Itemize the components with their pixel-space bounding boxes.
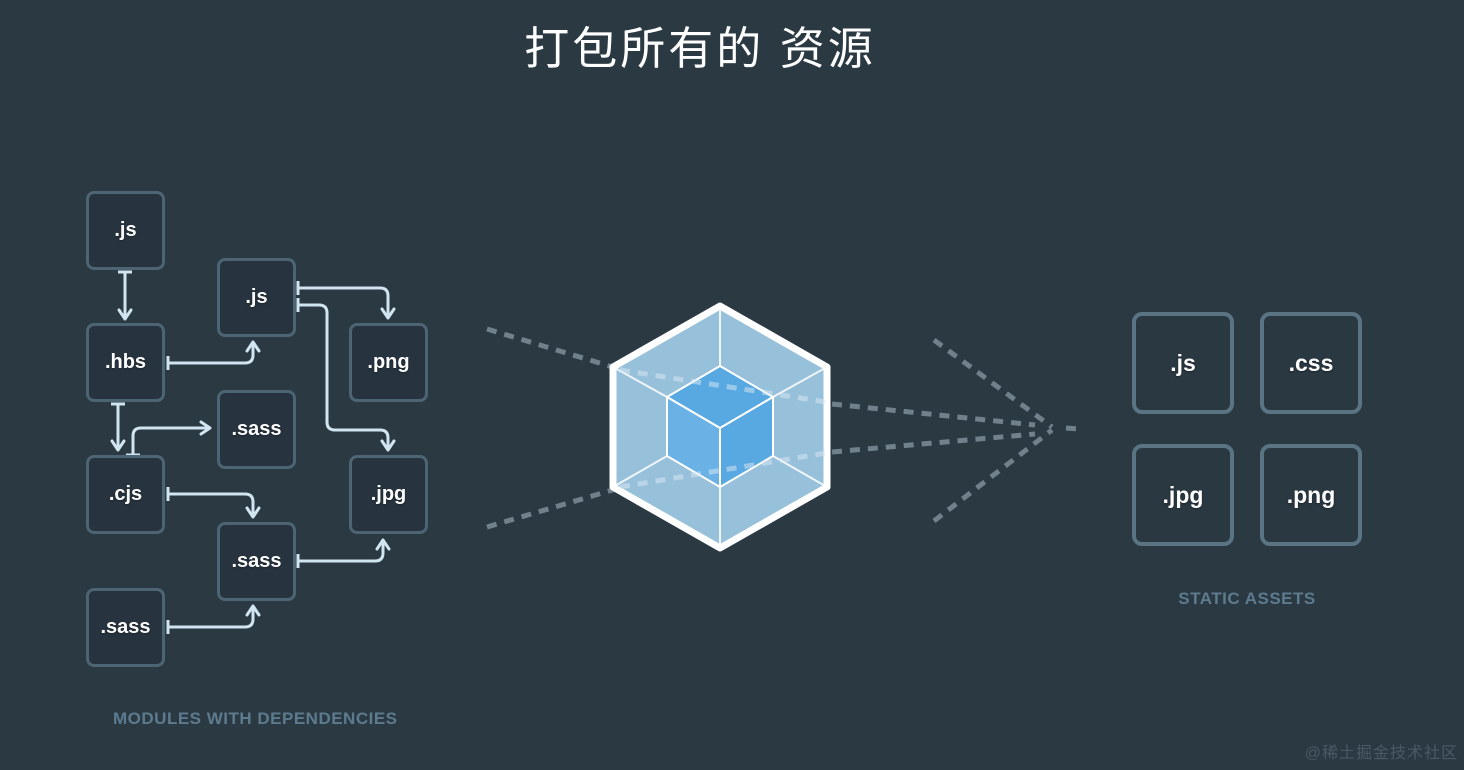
module-box-js-2: .js: [217, 258, 296, 337]
asset-box-label: .png: [1286, 481, 1336, 508]
asset-box-label: .js: [1170, 349, 1196, 376]
asset-box-png: .png: [1260, 444, 1362, 546]
module-box-label: .sass: [100, 616, 151, 638]
webpack-logo-icon: [609, 302, 831, 552]
module-box-label: .js: [114, 219, 137, 241]
module-box-cjs: .cjs: [86, 455, 165, 534]
module-box-label: .jpg: [370, 483, 407, 505]
module-box-sass-3: .sass: [86, 588, 165, 667]
flow-dotted-lines: [486, 326, 1081, 530]
modules-caption: MODULES WITH DEPENDENCIES: [113, 709, 398, 728]
assets-caption: STATIC ASSETS: [1178, 589, 1316, 608]
module-box-hbs: .hbs: [86, 323, 165, 402]
asset-box-label: .css: [1288, 349, 1334, 376]
module-box-sass-1: .sass: [217, 390, 296, 469]
page-title: 打包所有的 资源: [524, 23, 876, 74]
asset-box-jpg: .jpg: [1132, 444, 1234, 546]
module-box-label: .sass: [231, 418, 282, 440]
module-box-label: .js: [245, 286, 268, 308]
asset-box-js: .js: [1132, 312, 1234, 414]
module-box-label: .sass: [231, 550, 282, 572]
module-box-png: .png: [349, 323, 428, 402]
module-box-label: .cjs: [108, 483, 143, 505]
asset-box-label: .jpg: [1162, 481, 1204, 508]
module-box-label: .png: [367, 351, 410, 373]
asset-box-css: .css: [1260, 312, 1362, 414]
module-box-label: .hbs: [104, 351, 147, 373]
module-box-jpg: .jpg: [349, 455, 428, 534]
module-box-js-1: .js: [86, 191, 165, 270]
watermark: @稀土掘金技术社区: [1304, 745, 1458, 762]
dependency-arrows: [110, 270, 396, 634]
module-box-sass-2: .sass: [217, 522, 296, 601]
